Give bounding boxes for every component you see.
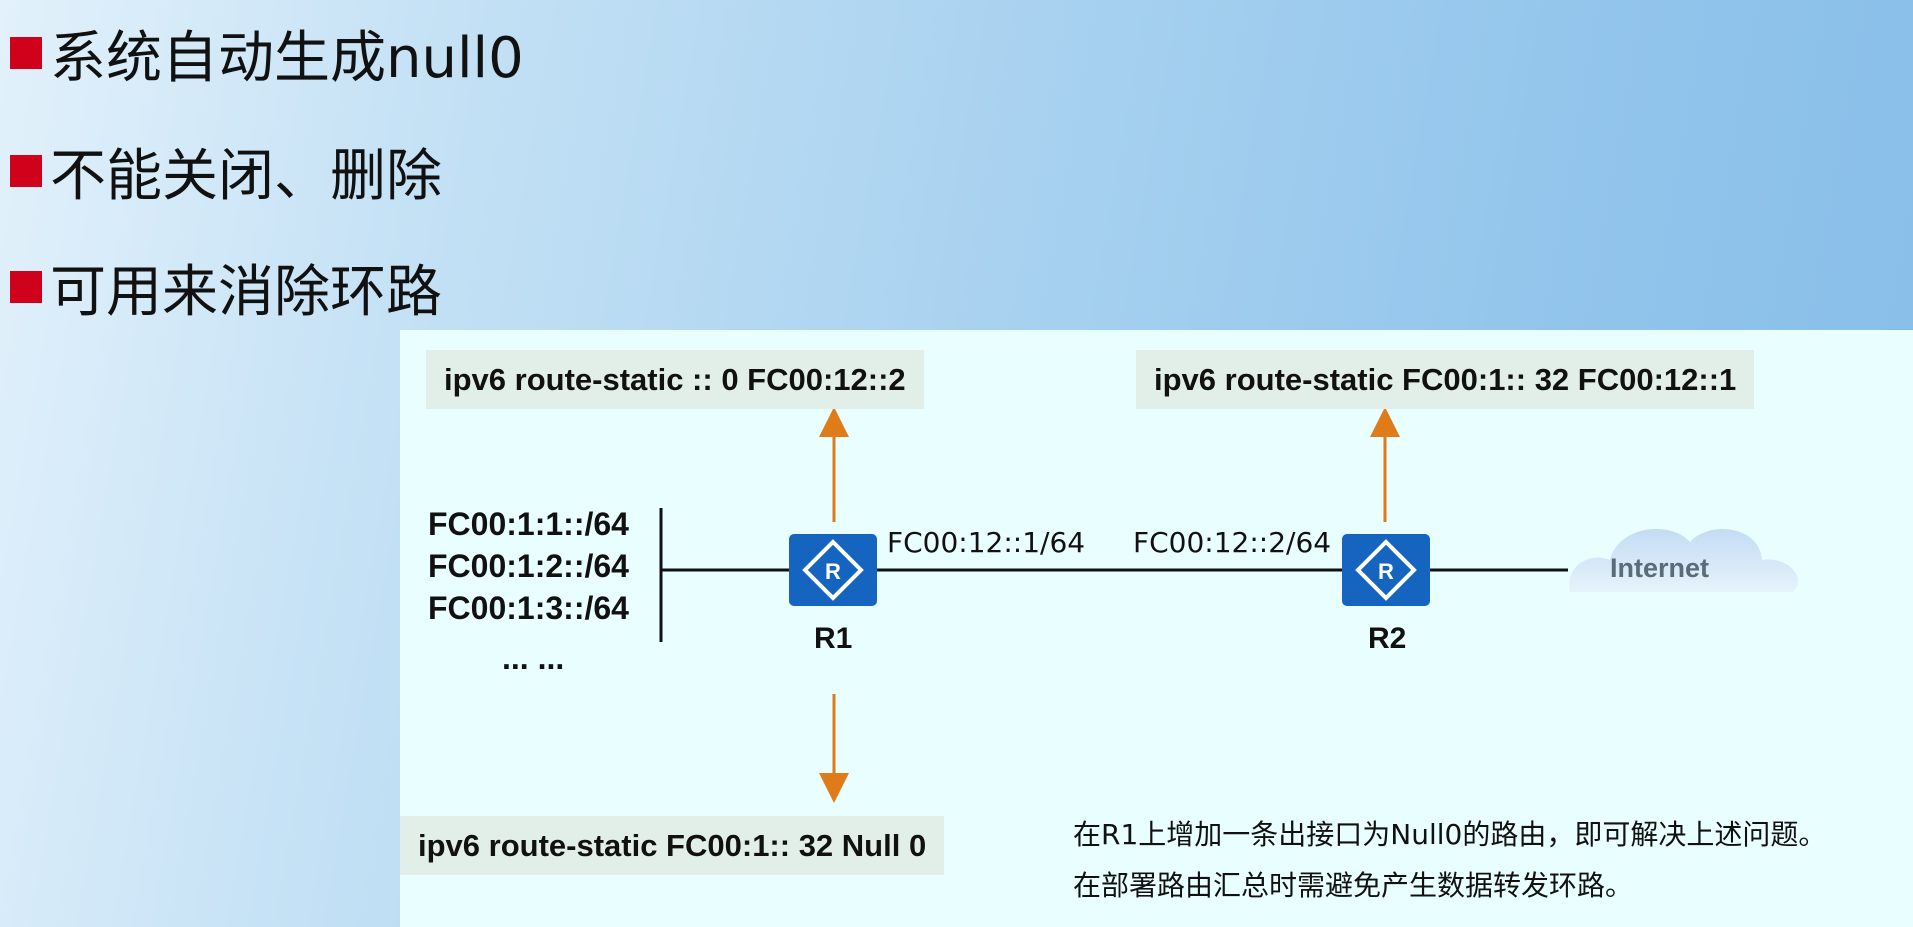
svg-text:R: R: [825, 559, 841, 584]
r1-interface-address: FC00:12::1/64: [887, 526, 1086, 559]
router-label-r2: R2: [1368, 622, 1407, 655]
prefix-item: FC00:1:3::/64: [428, 590, 629, 626]
bullet-square-icon: [10, 271, 42, 303]
prefix-item: FC00:1:2::/64: [428, 548, 629, 584]
router-icon: R: [789, 534, 877, 606]
r2-interface-address: FC00:12::2/64: [1133, 526, 1332, 559]
prefix-item: FC00:1:1::/64: [428, 506, 629, 542]
r1-default-route-command: ipv6 route-static :: 0 FC00:12::2: [426, 350, 924, 409]
bullet-item: 可用来消除环路: [10, 252, 442, 325]
router-icon: R: [1342, 534, 1430, 606]
router-label-r1: R1: [814, 622, 853, 655]
r1-null-route-command: ipv6 route-static FC00:1:: 32 Null 0: [400, 816, 945, 875]
topology-lines: R R: [659, 407, 1799, 803]
bullet-text: 可用来消除环路: [50, 259, 442, 325]
internet-label: Internet: [1610, 553, 1710, 583]
bullet-item: 系统自动生成null0: [10, 18, 524, 91]
cloud-icon: [1569, 529, 1799, 592]
prefix-ellipsis: ... ...: [502, 640, 565, 676]
note-line: 在部署路由汇总时需避免产生数据转发环路。: [1073, 869, 1634, 902]
bullet-square-icon: [10, 155, 42, 187]
svg-text:R: R: [1378, 559, 1394, 584]
topology-diagram: R R ipv6 route-static :: 0 FC00:12::2 ip…: [400, 330, 1913, 927]
bullet-text: 系统自动生成null0: [50, 25, 524, 91]
note-line: 在R1上增加一条出接口为Null0的路由，即可解决上述问题。: [1073, 818, 1827, 851]
bullet-text: 不能关闭、删除: [50, 143, 442, 209]
bullet-square-icon: [10, 37, 42, 69]
bullet-item: 不能关闭、删除: [10, 136, 442, 209]
r2-summary-route-command: ipv6 route-static FC00:1:: 32 FC00:12::1: [1136, 350, 1755, 409]
